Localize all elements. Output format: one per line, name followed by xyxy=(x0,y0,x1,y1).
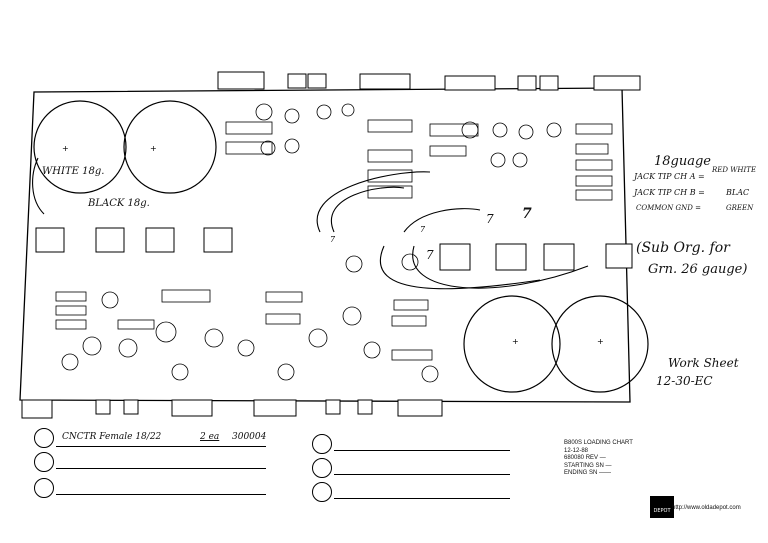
loading-chart-rev: 680080 REV — xyxy=(564,455,606,461)
entry-line xyxy=(56,446,266,447)
common-value: GREEN xyxy=(726,204,754,212)
loading-chart-title: B800S LOADING CHART xyxy=(564,440,633,446)
wire-white-note: WHITE 18g. xyxy=(42,166,105,177)
entry-line xyxy=(334,474,510,475)
entry-line xyxy=(334,498,510,499)
gauge-note: 18guage xyxy=(654,154,712,169)
worksheet-date: 12-30-EC xyxy=(656,374,713,388)
connector-part: 300004 xyxy=(232,432,267,442)
checkbox-circle[interactable] xyxy=(312,434,332,454)
entry-line xyxy=(56,494,266,495)
entry-line xyxy=(56,468,266,469)
wire-black-note: BLACK 18g. xyxy=(88,198,150,209)
checkbox-circle[interactable] xyxy=(34,452,54,472)
svg-text:+: + xyxy=(597,337,604,346)
depot-logo: DEPOT xyxy=(650,496,674,518)
loading-chart-end: ENDING SN —— xyxy=(564,470,612,476)
jack-a-value: RED WHITE xyxy=(712,166,757,174)
svg-text:7: 7 xyxy=(420,225,426,234)
sub-note-2: Grn. 26 gauge) xyxy=(648,262,748,277)
jack-b-label: JACK TIP CH B = xyxy=(634,188,705,197)
svg-text:+: + xyxy=(150,144,157,153)
checkbox-circle[interactable] xyxy=(34,478,54,498)
footer-url-link[interactable]: http://www.oldadepot.com xyxy=(672,505,741,511)
svg-text:+: + xyxy=(62,144,69,153)
entry-line xyxy=(334,450,510,451)
worksheet-note: Work Sheet xyxy=(668,356,739,370)
checkbox-circle[interactable] xyxy=(34,428,54,448)
mark-7: 7 xyxy=(522,206,532,222)
checkbox-circle[interactable] xyxy=(312,482,332,502)
jack-a-label: JACK TIP CH A = xyxy=(634,172,705,181)
sub-note-1: (Sub Org. for xyxy=(636,240,730,256)
loading-chart-start: STARTING SN — xyxy=(564,462,612,469)
mark-7c: 7 xyxy=(426,248,434,262)
connector-desc: CNCTR Female 18/22 xyxy=(62,432,162,442)
mark-7b: 7 xyxy=(486,212,494,226)
loading-chart: B800S LOADING CHART 12-12-88 680080 REV … xyxy=(564,440,633,478)
svg-text:7: 7 xyxy=(330,235,336,244)
loading-chart-date: 12-12-88 xyxy=(564,447,589,454)
connector-qty: 2 ea xyxy=(200,432,220,442)
checkbox-circle[interactable] xyxy=(312,458,332,478)
common-label: COMMON GND = xyxy=(636,204,701,212)
svg-text:+: + xyxy=(512,337,519,346)
jack-b-value: BLAC xyxy=(726,188,750,197)
